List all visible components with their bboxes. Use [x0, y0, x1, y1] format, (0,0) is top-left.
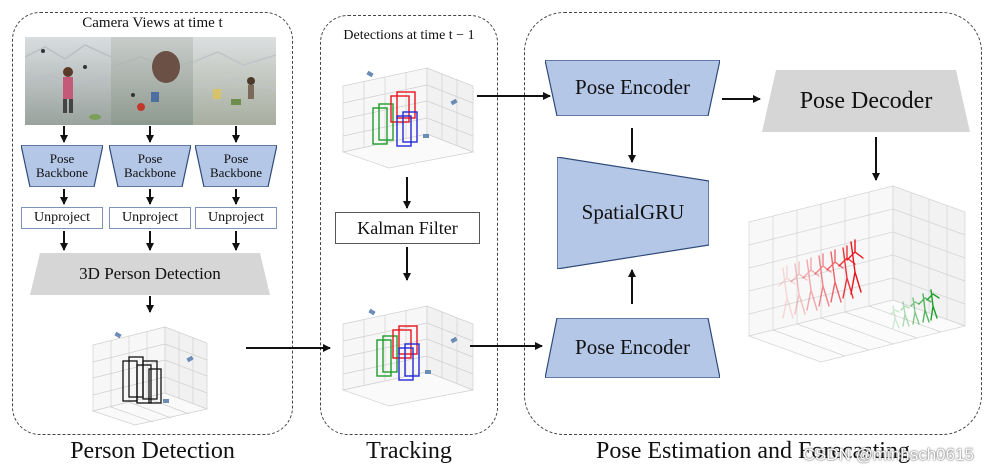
detections-title: Detections at time t − 1 — [343, 28, 475, 43]
pose-backbone-label-3: Pose Backbone — [210, 150, 262, 180]
pose-panel-label: Pose Estimation and Forecasting — [596, 438, 910, 464]
tracking-panel — [320, 15, 498, 435]
camera-view-2 — [111, 37, 193, 125]
spatial-gru-label: SpatialGRU — [581, 200, 685, 225]
person-detection-panel — [12, 12, 293, 435]
camera-views-title: Camera Views at time t — [82, 15, 223, 31]
pose-backbone-shape-3 — [195, 145, 277, 187]
pose-encoder-bottom-shape — [545, 318, 720, 378]
tracking-3d-plot-bottom — [341, 305, 475, 407]
pose-panel — [524, 12, 982, 435]
person-detection-label: Person Detection — [70, 438, 235, 464]
camera-view-1 — [25, 37, 111, 125]
pose-decoder-label: Pose Decoder — [799, 87, 933, 114]
watermark: CSDN @minhsch0615 — [802, 445, 974, 464]
unproject-box-3: Unproject — [195, 207, 277, 229]
tracking-label: Tracking — [366, 438, 452, 464]
spatial-gru-shape — [557, 157, 709, 269]
kalman-filter-box: Kalman Filter — [335, 212, 480, 244]
camera-view-3 — [193, 37, 276, 125]
pose-decoder-shape — [762, 70, 970, 132]
pose-backbone-shape-2 — [109, 145, 191, 187]
tracking-3d-plot-top — [341, 67, 475, 169]
pose-backbone-shape-1 — [21, 145, 103, 187]
pose-encoder-top-shape — [545, 60, 720, 116]
pose-forecast-3d-plot — [747, 185, 967, 363]
pose-backbone-label-1: Pose Backbone — [36, 150, 88, 180]
pose-backbone-label-2: Pose Backbone — [124, 150, 176, 180]
pose-encoder-bottom-label: Pose Encoder — [575, 335, 690, 360]
unproject-box-1: Unproject — [21, 207, 103, 229]
unproject-box-2: Unproject — [109, 207, 191, 229]
person-detection-block — [30, 253, 270, 295]
detection-3d-plot — [91, 326, 209, 426]
pose-encoder-top-label: Pose Encoder — [575, 75, 690, 100]
person-detection-block-label: 3D Person Detection — [79, 263, 221, 283]
